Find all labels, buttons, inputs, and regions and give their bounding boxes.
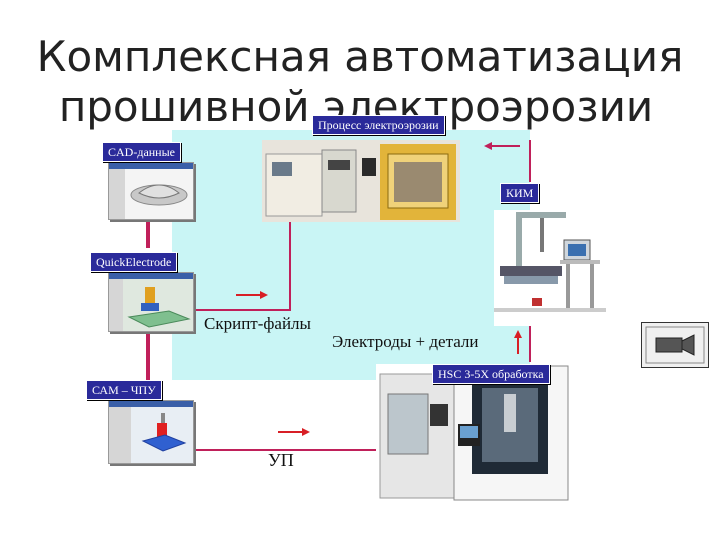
electrodes-parts-label: Электроды + детали <box>332 332 479 351</box>
hsc-machines-image <box>379 365 569 501</box>
kim-label: КИМ <box>500 183 540 203</box>
edm-machines-photo <box>262 140 460 222</box>
hsc-label: HSC 3-5X обработка <box>432 364 550 384</box>
quickelectrode-label: QuickElectrode <box>90 252 178 272</box>
arrow-right-up <box>278 428 310 436</box>
up-label: УП <box>268 450 294 470</box>
arrow-right-script <box>236 291 268 299</box>
cmm-machine-image <box>494 212 606 312</box>
process-label: Процесс электроэрозии <box>312 115 445 135</box>
cam-model-image <box>109 401 193 463</box>
edm-machines-image <box>262 140 460 222</box>
cam-screenshot <box>108 400 194 464</box>
cmm-machine-photo <box>494 210 606 326</box>
video-camera-icon <box>645 326 705 364</box>
cad-screenshot <box>108 162 194 220</box>
arrow-left-process <box>484 142 520 150</box>
quickelectrode-screenshot <box>108 272 194 332</box>
electrode-model-image <box>109 273 193 331</box>
cad-model-image <box>109 163 193 219</box>
cad-data-label: CAD-данные <box>102 142 181 162</box>
cam-cnc-label: САМ – ЧПУ <box>86 380 162 400</box>
arrow-up-electrodes <box>514 330 522 354</box>
script-files-label: Скрипт-файлы <box>204 314 311 333</box>
connector-script-files <box>196 210 291 311</box>
video-camera-button[interactable] <box>641 322 709 368</box>
hsc-machines-photo <box>376 364 572 504</box>
slide-title-line-1: Комплексная автоматизация <box>36 32 684 81</box>
